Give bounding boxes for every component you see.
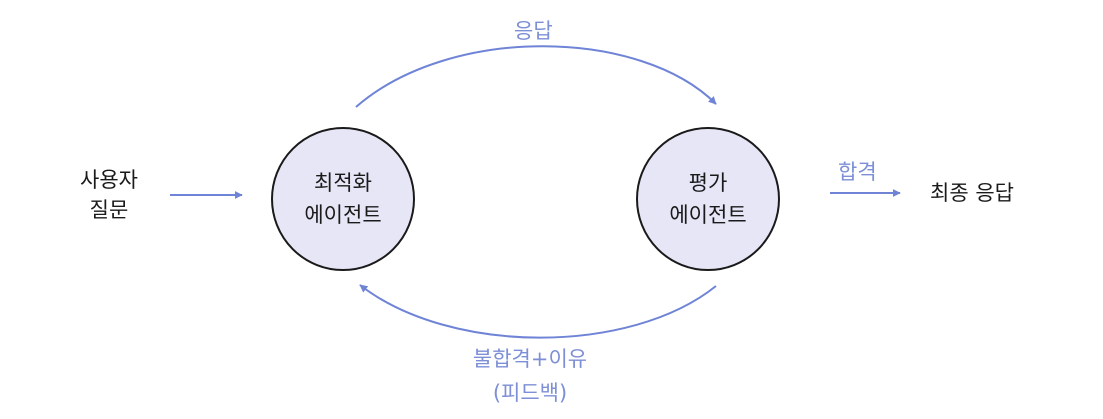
feedback-arrow (359, 284, 717, 339)
user-question-line2: 질문 (89, 198, 129, 222)
response-edge-label: 응답 (514, 19, 553, 43)
evaluator-agent-line1: 평가 (688, 171, 728, 195)
feedback-edge-line1: 불합격+이유 (472, 347, 588, 371)
feedback-edge-label: 불합격+이유 (피드백) (440, 342, 620, 410)
final-response-label: 최종 응답 (930, 181, 1014, 205)
optimizer-agent-line1: 최적화 (314, 171, 372, 195)
user-question-line1: 사용자 (80, 168, 138, 192)
pass-edge-label: 합격 (838, 160, 877, 184)
evaluator-agent-line2: 에이전트 (669, 203, 747, 227)
user-question-label: 사용자 질문 (72, 165, 146, 225)
feedback-edge-line2: (피드백) (492, 381, 568, 405)
optimizer-agent-node: 최적화 에이전트 (271, 127, 415, 271)
optimizer-agent-line2: 에이전트 (304, 203, 382, 227)
evaluator-agent-node: 평가 에이전트 (636, 127, 780, 271)
response-arrow (355, 45, 717, 108)
